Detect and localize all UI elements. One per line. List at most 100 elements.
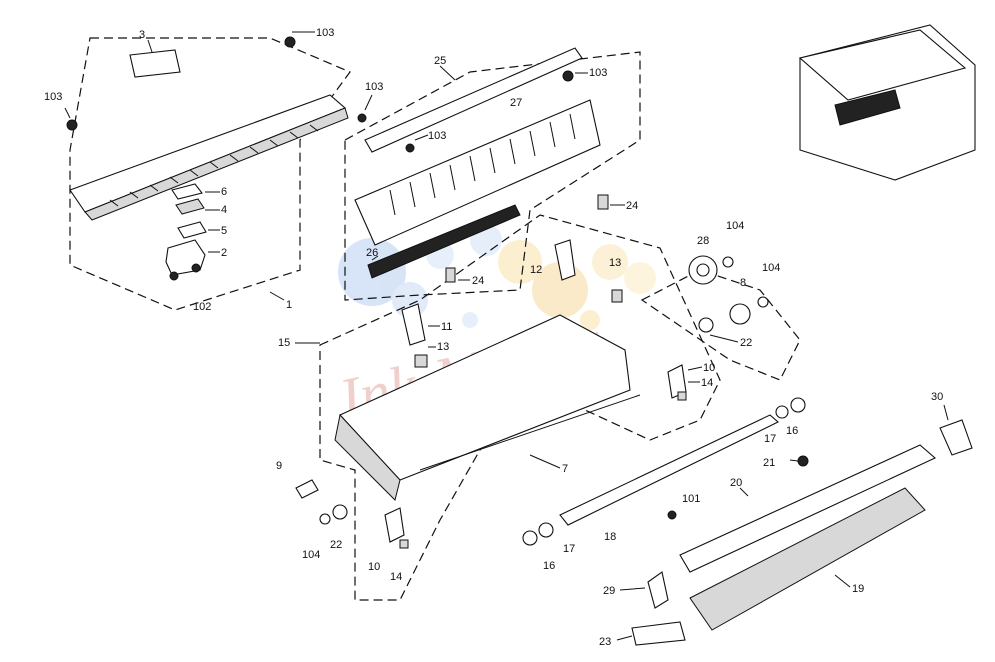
roller-18 bbox=[559, 414, 779, 526]
label-25: 25 bbox=[434, 55, 446, 67]
bushing-13-right bbox=[611, 289, 623, 303]
label-19: 19 bbox=[852, 583, 864, 595]
label-24: 24 bbox=[626, 200, 638, 212]
label-6: 6 bbox=[221, 186, 227, 198]
label-10: 10 bbox=[703, 362, 715, 374]
dashed-region-gears bbox=[640, 269, 801, 381]
label-14: 14 bbox=[390, 571, 402, 583]
screw-21 bbox=[797, 455, 809, 467]
collar-17-right bbox=[775, 405, 789, 419]
bushing-13-left bbox=[414, 354, 428, 368]
latch-part-5 bbox=[177, 221, 207, 239]
label-28: 28 bbox=[697, 235, 709, 247]
knob-30 bbox=[939, 419, 973, 456]
label-10: 10 bbox=[368, 561, 380, 573]
pin-9 bbox=[295, 479, 319, 499]
clip-14-left bbox=[399, 539, 409, 549]
label-102: 102 bbox=[193, 301, 211, 313]
label-29: 29 bbox=[603, 585, 615, 597]
lower-frame-side bbox=[334, 413, 401, 501]
lever-11 bbox=[401, 303, 426, 346]
label-13: 13 bbox=[609, 257, 621, 269]
lever-10-left bbox=[384, 507, 405, 543]
label-16: 16 bbox=[786, 425, 798, 437]
bearing-22-right bbox=[698, 317, 714, 333]
label-24: 24 bbox=[472, 275, 484, 287]
gear-8 bbox=[729, 303, 751, 325]
label-17: 17 bbox=[563, 543, 575, 555]
lever-12 bbox=[554, 239, 576, 281]
latch-part-4 bbox=[175, 198, 205, 215]
label-27: 27 bbox=[510, 97, 522, 109]
label-9: 9 bbox=[276, 460, 282, 472]
watermark-logo bbox=[338, 224, 656, 330]
dashed-region-top-cover bbox=[69, 37, 351, 311]
screw-101 bbox=[667, 510, 677, 520]
label-103: 103 bbox=[44, 91, 62, 103]
screw-103-right bbox=[562, 70, 574, 82]
label-13: 13 bbox=[437, 341, 449, 353]
label-5: 5 bbox=[221, 225, 227, 237]
screw-103-guide bbox=[405, 143, 415, 153]
label-12: 12 bbox=[530, 264, 542, 276]
screw-103-mid bbox=[357, 113, 367, 123]
top-cover-ribs bbox=[109, 124, 319, 207]
label-18: 18 bbox=[604, 531, 616, 543]
upper-guide-slots bbox=[389, 113, 576, 216]
dashed-region-upper-guide bbox=[344, 51, 641, 301]
screw-103-top bbox=[284, 36, 296, 48]
upper-bar-25 bbox=[364, 47, 583, 153]
label-4: 4 bbox=[221, 204, 227, 216]
shaft-7 bbox=[419, 394, 641, 471]
bottom-cover-19 bbox=[689, 487, 926, 631]
bracket-29 bbox=[647, 571, 669, 609]
label-15: 15 bbox=[278, 337, 290, 349]
label-103: 103 bbox=[428, 130, 446, 142]
strip-26 bbox=[367, 204, 521, 279]
label-20: 20 bbox=[730, 477, 742, 489]
label-11: 11 bbox=[441, 321, 452, 333]
machine-thumbnail bbox=[798, 24, 976, 181]
label-22: 22 bbox=[740, 337, 752, 349]
label-103: 103 bbox=[316, 27, 334, 39]
plate-23 bbox=[631, 621, 686, 646]
label-1: 1 bbox=[286, 299, 292, 311]
bearing-22-left bbox=[332, 504, 348, 520]
spring-24-right bbox=[597, 194, 609, 210]
screw-102b bbox=[191, 263, 201, 273]
collar-17-left bbox=[538, 522, 554, 538]
top-cover-1 bbox=[69, 94, 347, 213]
label-22: 22 bbox=[330, 539, 342, 551]
label-17: 17 bbox=[764, 433, 776, 445]
label-7: 7 bbox=[562, 463, 568, 475]
upper-guide-27 bbox=[354, 99, 601, 246]
label-plate-3 bbox=[129, 49, 181, 78]
ring-104-a bbox=[722, 256, 734, 268]
label-16: 16 bbox=[543, 560, 555, 572]
label-101: 101 bbox=[682, 493, 700, 505]
gear-16-left bbox=[522, 530, 538, 546]
screw-102a bbox=[169, 271, 179, 281]
leader-lines bbox=[64, 31, 949, 641]
top-cover-edge bbox=[84, 107, 349, 221]
clip-14-right bbox=[677, 391, 687, 401]
label-104: 104 bbox=[302, 549, 320, 561]
label-14: 14 bbox=[701, 377, 713, 389]
label-8: 8 bbox=[740, 277, 746, 289]
part-labels: 3 103 103 6 4 5 2 102 1 25 103 27 103 10… bbox=[44, 27, 943, 648]
label-2: 2 bbox=[221, 247, 227, 259]
label-104: 104 bbox=[726, 220, 744, 232]
label-104: 104 bbox=[762, 262, 780, 274]
bottom-plate-20 bbox=[679, 444, 937, 573]
label-30: 30 bbox=[931, 391, 943, 403]
latch-part-6 bbox=[171, 183, 203, 200]
label-26: 26 bbox=[366, 247, 378, 259]
spring-24-left bbox=[445, 267, 456, 283]
ring-104-c bbox=[319, 513, 331, 525]
label-103: 103 bbox=[589, 67, 607, 79]
screw-103-left bbox=[66, 119, 78, 131]
label-23: 23 bbox=[599, 636, 611, 648]
label-21: 21 bbox=[763, 457, 775, 469]
